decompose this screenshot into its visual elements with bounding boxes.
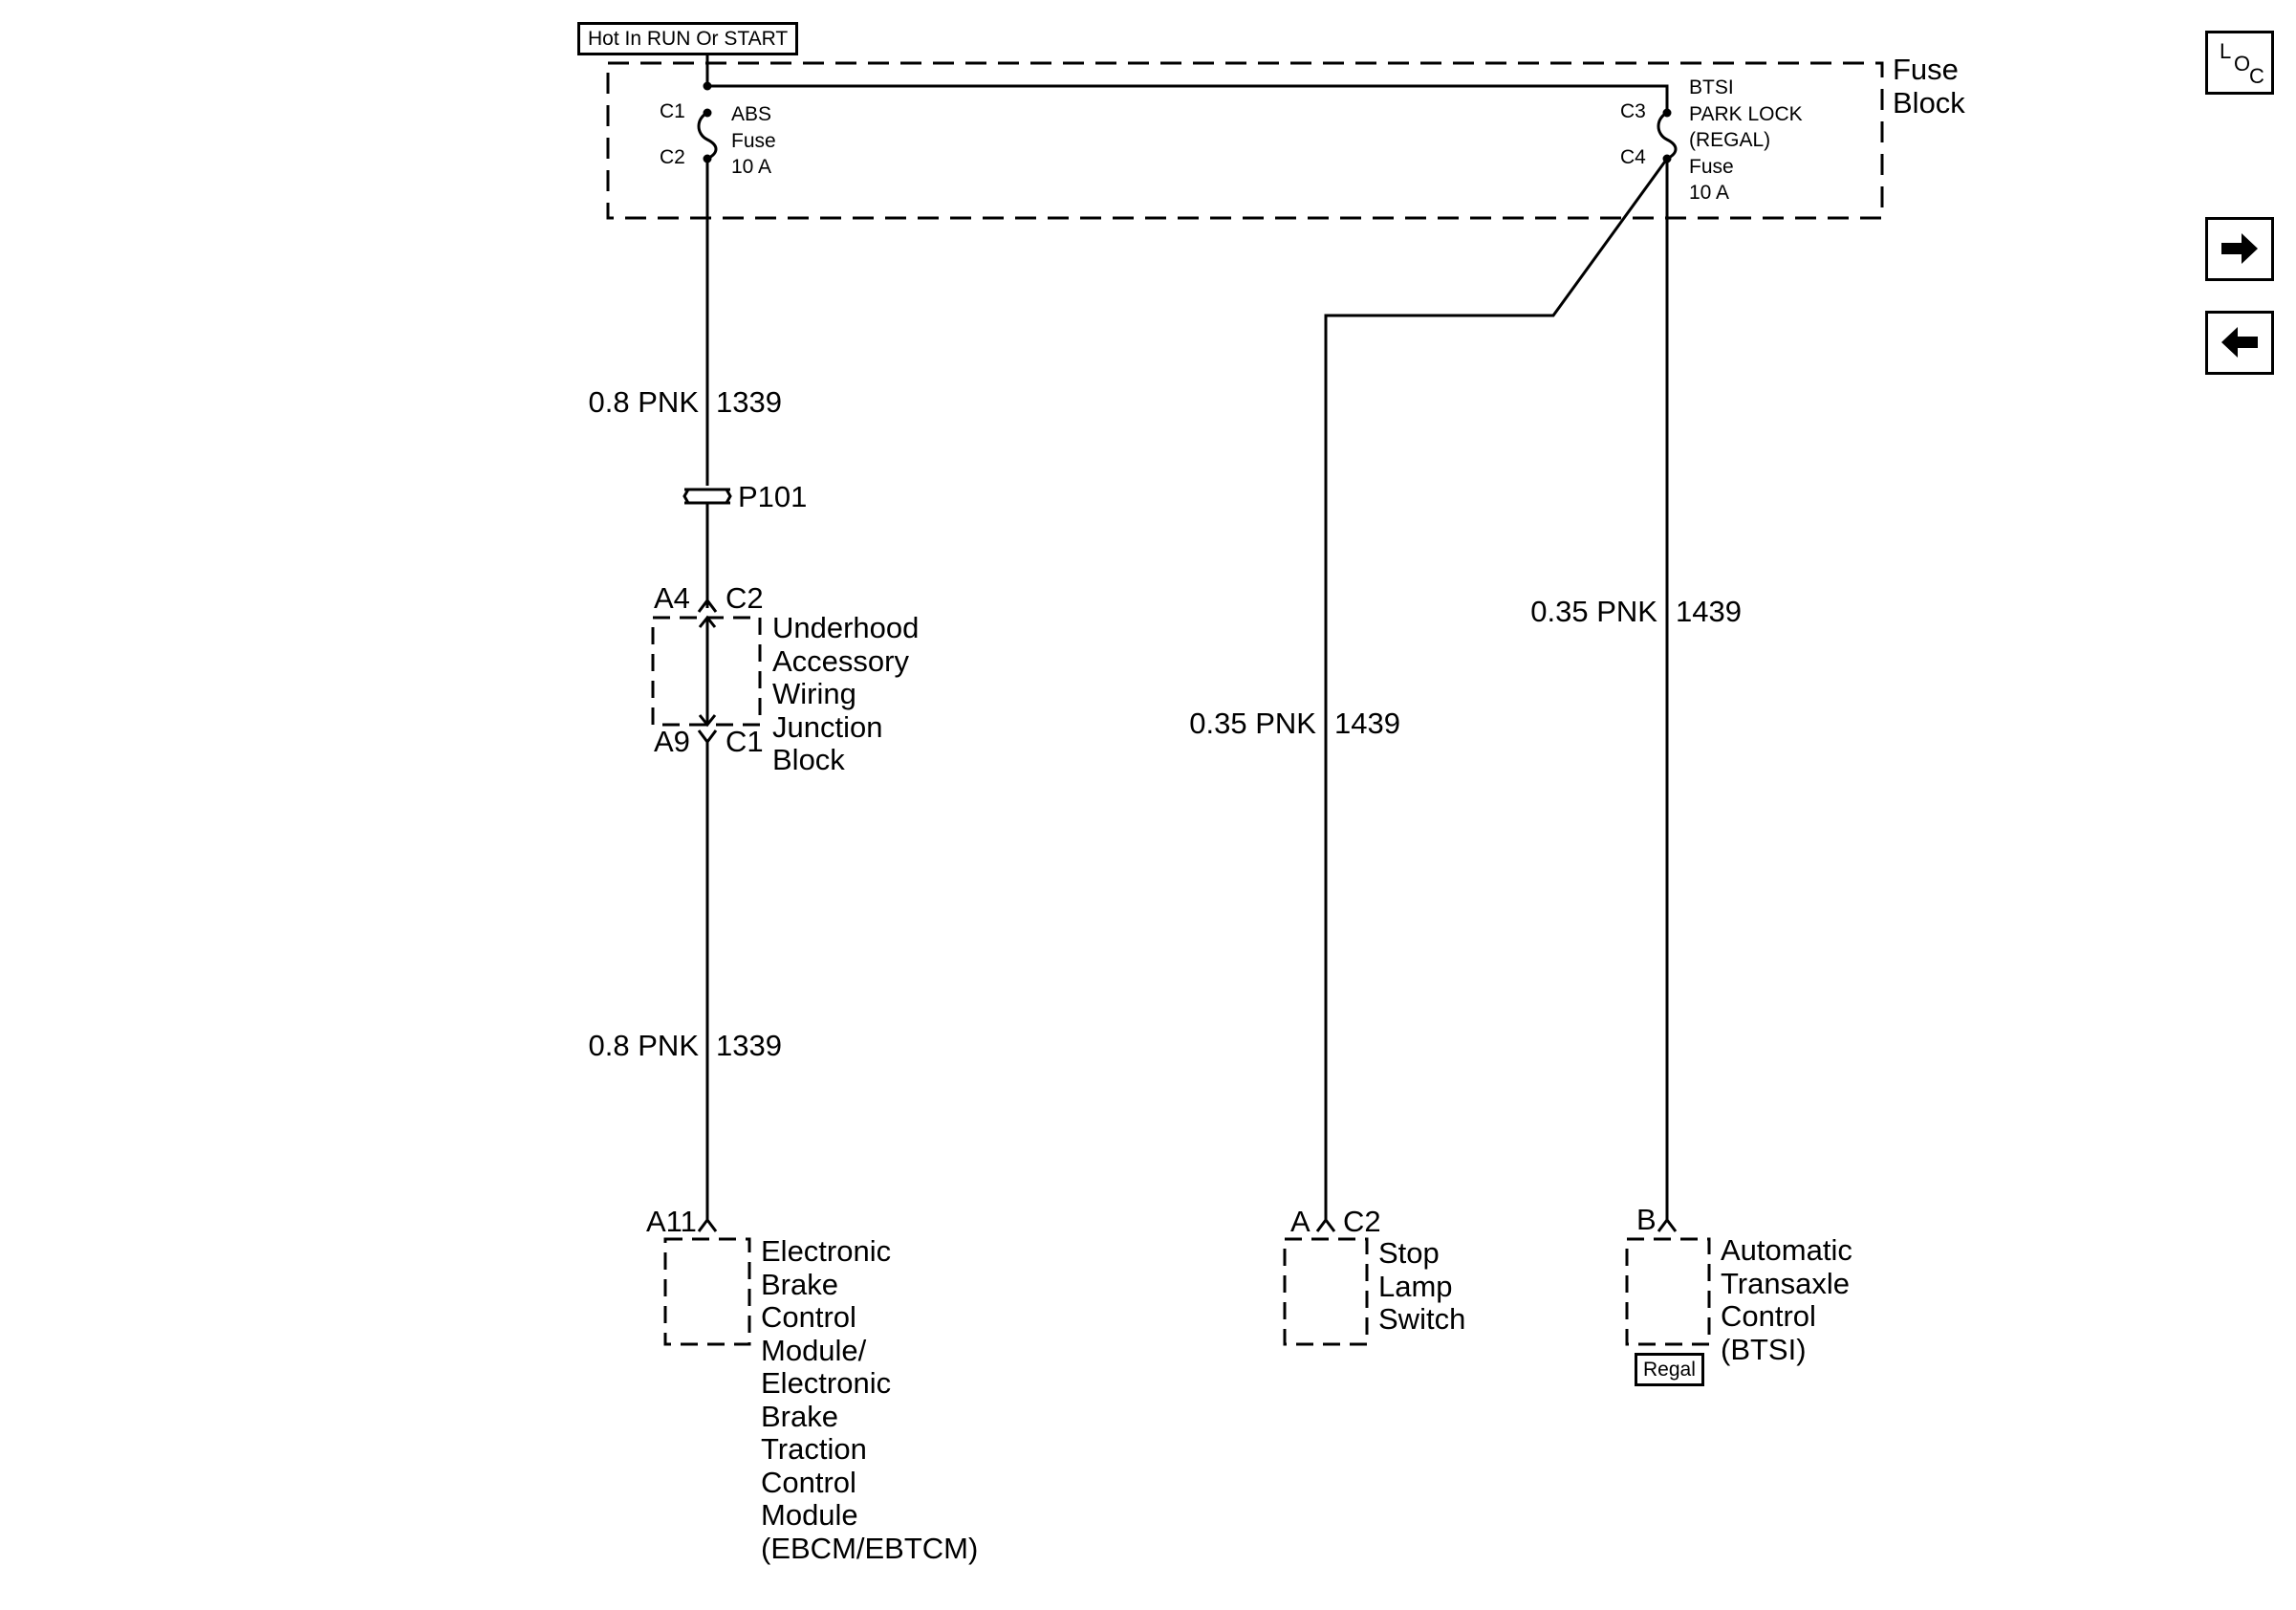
abs-fuse-label: ABS Fuse 10 A — [731, 103, 776, 178]
location-button[interactable]: L O C — [2205, 31, 2274, 95]
ebcm-outline — [663, 1237, 751, 1346]
regal-option-badge: Regal — [1635, 1353, 1704, 1386]
wire-1439-stop-lamp-circuit: 1439 — [1334, 707, 1400, 740]
abs-fuse-terminal-c2: C2 — [660, 146, 685, 168]
wire-1339-upper-spec: 0.8 PNK — [588, 385, 699, 419]
junction-pin-c2: C2 — [726, 581, 764, 615]
c4-terminal-dot — [1662, 154, 1672, 163]
transaxle-connector — [1657, 1217, 1678, 1232]
p101-connector-symbol — [682, 488, 732, 505]
right-arrow-icon — [2221, 233, 2258, 264]
ebcm-pin-a11: A11 — [646, 1205, 697, 1238]
stop-lamp-connector — [1315, 1217, 1336, 1232]
abs-fuse-element — [697, 111, 718, 161]
stop-lamp-pin-a: A — [1290, 1205, 1310, 1238]
transaxle-control-label: Automatic Transaxle Control (BTSI) — [1721, 1233, 1852, 1366]
loc-letter-l: L — [2220, 39, 2232, 63]
p101-label: P101 — [738, 480, 808, 513]
forward-button[interactable] — [2205, 217, 2274, 281]
junction-bottom-connector — [697, 729, 718, 745]
loc-letter-o: O — [2234, 52, 2251, 76]
junction-pin-a9: A9 — [654, 725, 690, 758]
c2-terminal-dot — [703, 154, 712, 163]
btsi-fuse-terminal-c3: C3 — [1620, 100, 1646, 122]
btsi-fuse-terminal-c4: C4 — [1620, 146, 1646, 168]
btsi-fuse-element — [1657, 111, 1678, 161]
fuse-block-outline — [606, 61, 1884, 220]
abs-fuse-terminal-c1: C1 — [660, 100, 685, 122]
c3-terminal-dot — [1662, 108, 1672, 118]
fuse-block-label: Fuse Block — [1893, 53, 1965, 120]
wire-1339-lower-circuit: 1339 — [716, 1029, 782, 1062]
power-source-label: Hot In RUN Or START — [577, 22, 799, 55]
junction-block-label: Underhood Accessory Wiring Junction Bloc… — [772, 611, 920, 776]
left-arrow-icon — [2221, 327, 2258, 358]
wire-1439-stop-lamp — [1324, 158, 1669, 1220]
stop-lamp-switch-outline — [1283, 1237, 1369, 1346]
wire-1339-lower-spec: 0.8 PNK — [588, 1029, 699, 1062]
bus-junction-dot — [703, 81, 712, 91]
wire-1339-upper-circuit: 1339 — [716, 385, 782, 419]
wire-1439-transaxle-spec: 0.35 PNK — [1530, 595, 1657, 628]
btsi-fuse-label: BTSI PARK LOCK (REGAL) Fuse 10 A — [1689, 76, 1803, 204]
c1-terminal-dot — [703, 108, 712, 118]
stop-lamp-switch-label: Stop Lamp Switch — [1378, 1236, 1466, 1336]
wire-1439-stop-lamp-spec: 0.35 PNK — [1189, 707, 1316, 740]
stop-lamp-pin-c2: C2 — [1343, 1205, 1381, 1238]
junction-pin-c1: C1 — [726, 725, 764, 758]
junction-top-connector — [697, 598, 718, 613]
transaxle-control-outline — [1625, 1237, 1711, 1346]
back-button[interactable] — [2205, 311, 2274, 375]
power-bus-wire — [705, 54, 1669, 113]
ebcm-connector — [697, 1217, 718, 1232]
loc-letter-c: C — [2249, 64, 2264, 88]
ebcm-label: Electronic Brake Control Module/ Electro… — [761, 1234, 979, 1565]
junction-pin-a4: A4 — [654, 581, 690, 615]
transaxle-pin-b: B — [1636, 1203, 1657, 1236]
wire-1439-transaxle-circuit: 1439 — [1676, 595, 1742, 628]
junction-internal-path — [698, 615, 717, 728]
